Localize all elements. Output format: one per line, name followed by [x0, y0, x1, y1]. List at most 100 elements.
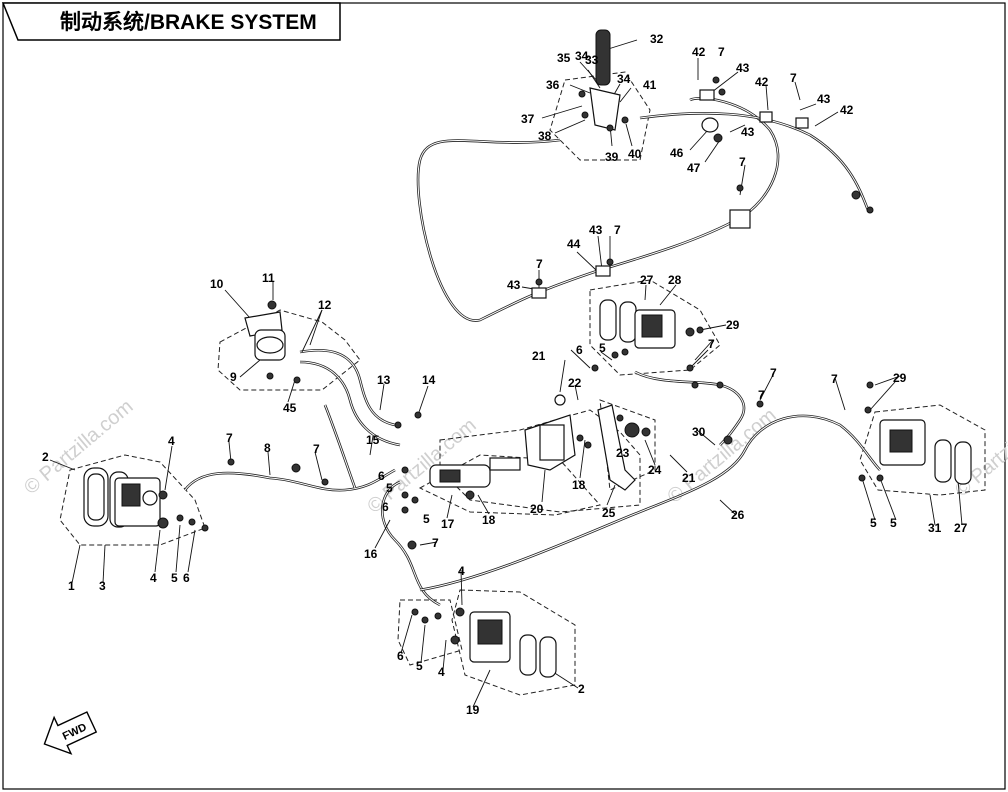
callout-5-f: 5 — [890, 516, 897, 530]
callout-39: 39 — [605, 150, 619, 164]
title-text: 制动系统/BRAKE SYSTEM — [60, 10, 317, 34]
callout-9: 9 — [230, 370, 237, 384]
callout-26: 26 — [731, 508, 745, 522]
callout-18-b: 18 — [482, 513, 496, 527]
callout-27-b: 27 — [954, 521, 968, 535]
leader-lines — [49, 39, 963, 708]
callout-7-a: 7 — [718, 45, 725, 59]
callout-29-b: 29 — [893, 371, 907, 385]
parking-brake-handle — [578, 29, 629, 132]
callout-19: 19 — [466, 703, 480, 717]
callout-17: 17 — [441, 517, 455, 531]
callout-6-d: 6 — [183, 571, 190, 585]
callout-35: 35 — [557, 51, 571, 65]
rear-lower-caliper-assembly — [411, 607, 557, 678]
callout-7-k: 7 — [758, 388, 765, 402]
watermark-right: © Partzilla.com — [663, 404, 780, 507]
callout-34-b: 34 — [617, 72, 631, 86]
callout-16: 16 — [364, 547, 378, 561]
callout-32: 32 — [650, 32, 664, 46]
right-rear-caliper-assembly — [858, 381, 972, 485]
callout-10: 10 — [210, 277, 224, 291]
callout-6-b: 6 — [378, 469, 385, 483]
fwd-arrow: FWD — [43, 711, 98, 755]
callout-29-a: 29 — [726, 318, 740, 332]
callout-6-a: 6 — [576, 343, 583, 357]
callout-7-d: 7 — [614, 223, 621, 237]
callout-43-c: 43 — [741, 125, 755, 139]
brake-lines — [183, 97, 881, 607]
callout-40: 40 — [628, 147, 642, 161]
callout-6-e: 6 — [397, 649, 404, 663]
callout-5-a: 5 — [599, 341, 606, 355]
callout-43-e: 43 — [507, 278, 521, 292]
callout-7-g: 7 — [226, 431, 233, 445]
callout-23: 23 — [616, 446, 630, 460]
brake-fluid-reservoir — [244, 300, 301, 384]
callout-38: 38 — [538, 129, 552, 143]
callout-2-a: 2 — [42, 450, 49, 464]
callout-37: 37 — [521, 112, 535, 126]
callout-42-c: 42 — [840, 103, 854, 117]
callout-7-h: 7 — [313, 442, 320, 456]
callout-21-a: 21 — [532, 349, 546, 363]
callout-6-f: 5 — [870, 516, 877, 530]
callout-7-c: 7 — [739, 155, 746, 169]
callout-7-i: 7 — [432, 536, 439, 550]
callout-20: 20 — [530, 502, 544, 516]
callout-7-j: 7 — [770, 366, 777, 380]
callout-28: 28 — [668, 273, 682, 287]
callout-43-b: 43 — [817, 92, 831, 106]
callout-7-b: 7 — [790, 71, 797, 85]
callout-5-b: 5 — [386, 481, 393, 495]
callout-41: 41 — [643, 78, 657, 92]
callout-21-b: 21 — [682, 471, 696, 485]
callout-1: 1 — [68, 579, 75, 593]
callout-45: 45 — [283, 401, 297, 415]
title-box: 制动系统/BRAKE SYSTEM — [1, 2, 341, 41]
callout-18-a: 18 — [572, 478, 586, 492]
callout-22: 22 — [568, 376, 582, 390]
callout-27-a: 27 — [640, 273, 654, 287]
brake-pedal-assembly — [524, 394, 651, 491]
callout-25: 25 — [602, 506, 616, 520]
callout-33: 33 — [585, 53, 599, 67]
callout-13: 13 — [377, 373, 391, 387]
callout-15: 15 — [366, 433, 380, 447]
callout-44: 44 — [567, 237, 581, 251]
callout-46: 46 — [670, 146, 684, 160]
callout-24: 24 — [648, 463, 662, 477]
callout-12: 12 — [318, 298, 332, 312]
callout-30: 30 — [692, 425, 706, 439]
callout-36: 36 — [546, 78, 560, 92]
cable-clamps — [227, 76, 874, 550]
callout-numbers: 32 34 35 33 36 34 41 37 38 39 40 42 7 43… — [42, 32, 968, 717]
callout-42-a: 42 — [692, 45, 706, 59]
left-front-caliper-assembly — [83, 467, 209, 532]
callout-7-f: 7 — [708, 337, 715, 351]
callout-34-a: 34 — [575, 49, 589, 63]
callout-43-a: 43 — [736, 61, 750, 75]
callout-5-e: 5 — [416, 659, 423, 673]
callout-4-a: 4 — [168, 434, 175, 448]
callout-8: 8 — [264, 441, 271, 455]
callout-6-c: 6 — [382, 500, 389, 514]
callout-7-l: 7 — [831, 372, 838, 386]
callout-3: 3 — [99, 579, 106, 593]
callout-4-c: 4 — [458, 564, 465, 578]
callout-43-d: 43 — [589, 223, 603, 237]
callout-7-e: 7 — [536, 257, 543, 271]
callout-2-b: 2 — [578, 682, 585, 696]
master-cylinder — [401, 457, 521, 514]
callout-4-b: 4 — [150, 571, 157, 585]
callout-4-d: 4 — [438, 665, 445, 679]
rear-upper-caliper-assembly — [591, 299, 704, 372]
callout-5-c: 5 — [423, 512, 430, 526]
callout-14: 14 — [422, 373, 436, 387]
dashed-group-outlines — [59, 71, 986, 696]
callout-11: 11 — [262, 271, 275, 285]
callout-31: 31 — [928, 521, 942, 535]
